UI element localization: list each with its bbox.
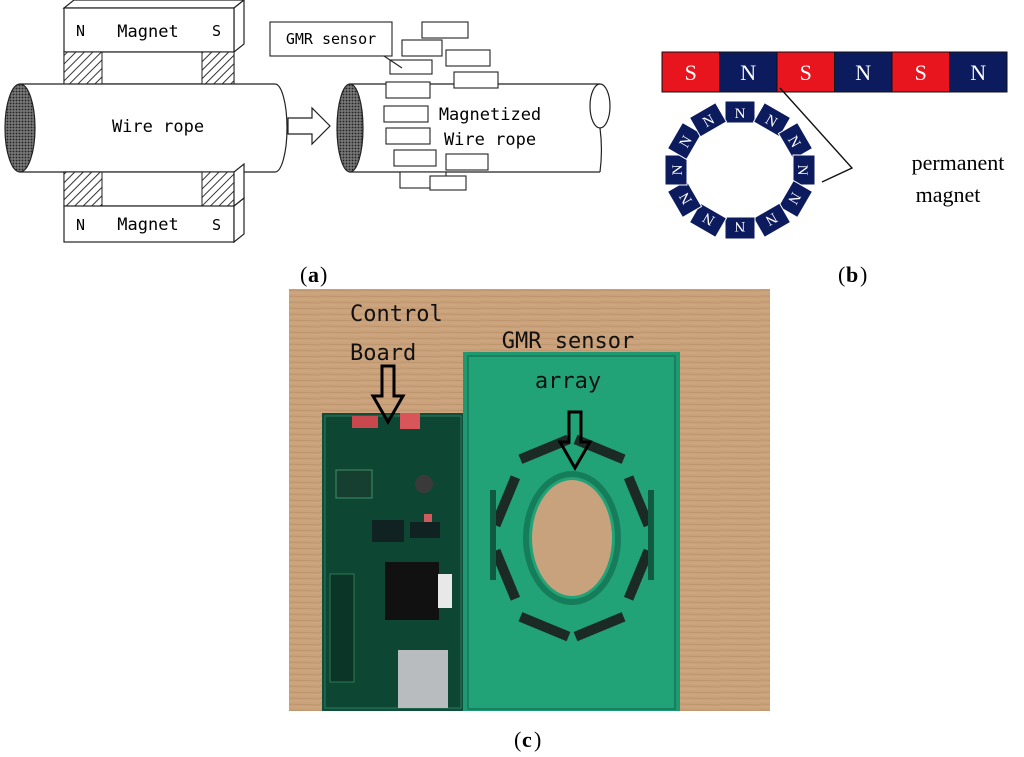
panel-c-photo: Control Board GMR sensor array <box>289 289 770 711</box>
caption-b-open: ( <box>838 262 845 287</box>
magnet-label: magnet <box>916 182 981 207</box>
bottom-magnet-pole-s: S <box>212 216 221 234</box>
caption-b-letter: b <box>846 262 858 287</box>
control-label: Control <box>350 302 443 327</box>
board-label: Board <box>350 341 416 366</box>
caption-a-letter: a <box>308 262 319 287</box>
sensor-chip <box>623 475 654 528</box>
bar-segment-label: N <box>740 60 756 85</box>
ring-magnet-block: N <box>666 179 703 219</box>
wire-rope: Wire rope <box>4 83 288 173</box>
caption-b-close: ) <box>860 262 867 287</box>
bottom-magnet-pole-n: N <box>76 216 85 234</box>
permanent-label: permanent <box>912 150 1005 175</box>
caption-a-open: ( <box>300 262 307 287</box>
caption-c-close: ) <box>534 727 541 752</box>
bottom-magnet-label: Magnet <box>117 215 178 235</box>
gmr-sensor-board <box>463 352 680 711</box>
bar-segment-s <box>661 51 720 93</box>
bar-segment-n <box>949 51 1008 93</box>
top-magnet-label: Magnet <box>117 22 178 42</box>
control-board-arrow <box>370 364 406 426</box>
wire-rope-label: Wire rope <box>112 117 204 137</box>
bottom-magnet: N Magnet S <box>63 162 245 244</box>
bar-segment-label: S <box>685 60 697 85</box>
ring-magnet-block: N <box>664 154 688 186</box>
ring-magnet-block: N <box>777 179 814 219</box>
ring-magnet-block: N <box>724 100 756 124</box>
bar-segment-s <box>776 51 835 93</box>
sensor-chip <box>623 548 654 601</box>
ring-magnet-block: N <box>792 154 816 186</box>
svg-text:N: N <box>735 106 746 122</box>
magnetized-rope-label: Wire rope <box>444 130 536 150</box>
top-magnet-pole-n: N <box>76 22 85 40</box>
bar-segment-label: S <box>800 60 812 85</box>
svg-text:N: N <box>734 218 745 234</box>
top-magnet: N Magnet S <box>62 0 245 85</box>
gmr-array-label-2: array <box>535 369 601 394</box>
ring-magnet-block: N <box>666 121 703 161</box>
caption-c-letter: c <box>522 727 532 752</box>
top-magnet-pole-s: S <box>212 22 221 40</box>
bar-segment-label: N <box>970 60 986 85</box>
sensor-chip <box>573 612 626 642</box>
ring-magnet-block: N <box>724 216 756 240</box>
gmr-sensor-label: GMR sensor <box>286 30 376 48</box>
sensor-array-arrow <box>557 410 593 472</box>
gmr-sensor-blocks <box>383 21 499 191</box>
caption-c-open: ( <box>514 727 521 752</box>
ring-magnet-block: N <box>752 202 792 238</box>
sensor-chip <box>518 612 571 642</box>
bar-segment-n <box>719 51 778 93</box>
permanent-magnet-pointer <box>779 87 854 183</box>
svg-text:N: N <box>670 164 686 175</box>
control-board <box>322 413 464 711</box>
bar-segment-s <box>891 51 950 93</box>
ring-magnet-block: N <box>752 102 792 138</box>
magnetized-label: Magnetized <box>439 105 541 125</box>
svg-text:N: N <box>794 165 810 176</box>
caption-a-close: ) <box>320 262 327 287</box>
ring-magnet-block: N <box>688 102 728 138</box>
bar-segment-label: S <box>915 60 927 85</box>
sensor-chip <box>490 475 521 528</box>
sensor-chip <box>490 548 521 601</box>
ring-magnet-block: N <box>688 202 728 238</box>
gmr-array-label-1: GMR sensor <box>502 329 634 354</box>
sensor-chip <box>518 434 571 464</box>
bar-segment-label: N <box>855 60 871 85</box>
gmr-sensor-callout: GMR sensor <box>269 21 403 69</box>
transition-arrow <box>287 106 331 146</box>
panel-a: N Magnet S Wire rope N Magnet S <box>4 0 611 287</box>
ring-magnet-block: N <box>777 121 814 161</box>
